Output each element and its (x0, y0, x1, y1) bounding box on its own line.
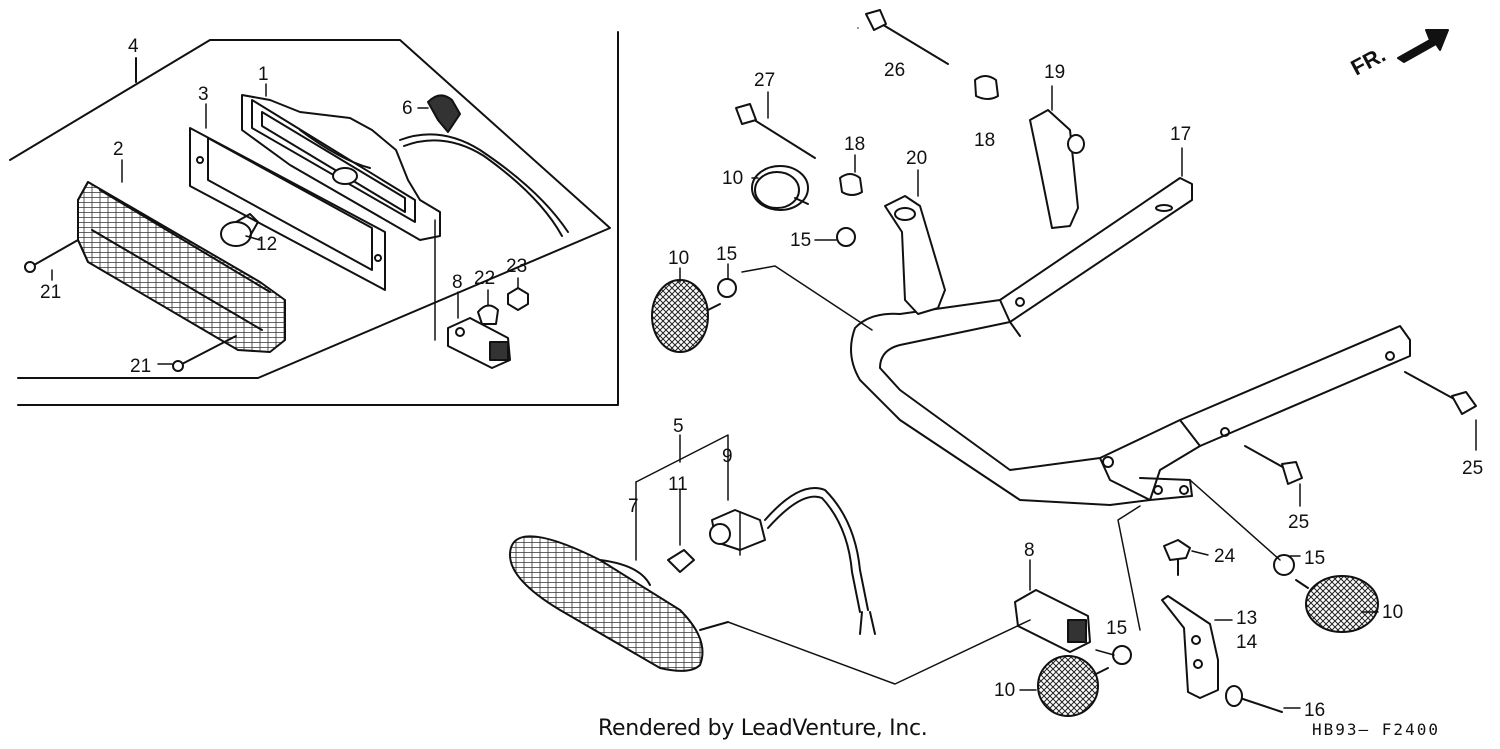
screw-21-lower (172, 335, 237, 372)
bolt-25-right (1404, 371, 1477, 415)
collar-18-left (839, 173, 863, 196)
stay-19 (1029, 109, 1085, 229)
label-10-left: 10 (668, 248, 689, 269)
label-27: 27 (754, 70, 775, 91)
light-housing (241, 94, 441, 241)
label-10-top: 10 (722, 168, 743, 189)
bolt-24 (1163, 539, 1191, 576)
inset-leader-lines (51, 83, 519, 365)
screw-21-upper (24, 239, 79, 273)
label-24: 24 (1214, 546, 1236, 567)
socket-8-inset (447, 317, 511, 369)
label-18-right: 18 (974, 130, 995, 151)
collar-22 (477, 304, 499, 325)
reflector-10-top (751, 165, 809, 211)
stay-20 (884, 195, 946, 315)
washer-15-b (717, 278, 737, 298)
reflector-10-left (651, 279, 721, 353)
inset-frame (9, 31, 619, 406)
tail-lens (77, 181, 286, 353)
bolt-26 (865, 9, 949, 65)
inset-wire (399, 133, 569, 237)
label-4: 4 (128, 36, 139, 57)
label-20: 20 (906, 148, 927, 169)
bracket-13-14 (1161, 595, 1219, 699)
bolt-16 (1225, 685, 1283, 713)
front-arrow-icon (1397, 29, 1449, 63)
mounting-bracket-17 (850, 177, 1411, 506)
label-21-upper: 21 (40, 282, 61, 303)
label-8-inset: 8 (452, 272, 463, 293)
label-25-right: 25 (1462, 458, 1483, 479)
label-23: 23 (506, 256, 527, 277)
label-22: 22 (474, 268, 495, 289)
label-14: 14 (1236, 632, 1258, 653)
bulb-11 (667, 549, 695, 573)
label-11: 11 (668, 474, 688, 495)
direction-marker: FR. (1347, 42, 1390, 81)
label-9: 9 (722, 446, 733, 467)
bolt-25-lower (1244, 445, 1303, 485)
collar-18-right (974, 75, 999, 100)
socket-9 (709, 487, 876, 635)
turn-signal-lens (509, 535, 729, 672)
label-10-bottom: 10 (994, 680, 1015, 701)
label-25-lower: 25 (1288, 512, 1309, 533)
label-21-lower: 21 (130, 356, 151, 377)
label-13: 13 (1236, 608, 1257, 629)
clip-6 (427, 94, 461, 133)
washer-15-d (1112, 645, 1132, 665)
label-26: 26 (884, 60, 905, 81)
label-7: 7 (628, 496, 639, 517)
nut-23 (507, 287, 529, 311)
part-labels: 1 2 3 4 5 6 7 8 8 9 10 10 10 10 11 12 13… (40, 36, 1483, 721)
bulb-12 (220, 213, 259, 247)
washer-15-a (836, 227, 856, 247)
label-6: 6 (402, 98, 413, 119)
label-15-d: 15 (1106, 618, 1127, 639)
leader-lines (635, 27, 1477, 709)
label-15-a: 15 (790, 230, 811, 251)
footer-credit: Rendered by LeadVenture, Inc. (598, 716, 928, 741)
label-16: 16 (1304, 700, 1325, 721)
reflector-10-bottom (1037, 655, 1109, 717)
label-17: 17 (1170, 124, 1191, 145)
label-10-right: 10 (1382, 602, 1403, 623)
label-2: 2 (113, 139, 124, 160)
label-1: 1 (258, 64, 269, 85)
label-19: 19 (1044, 62, 1065, 83)
label-12: 12 (256, 234, 277, 255)
label-18-left: 18 (844, 134, 865, 155)
label-8-main: 8 (1024, 540, 1035, 561)
label-5: 5 (673, 416, 684, 437)
label-3: 3 (198, 84, 209, 105)
label-15-c: 15 (1304, 548, 1325, 569)
diagram-code: HB93– F2400 (1312, 720, 1440, 739)
reflector-10-right (1295, 575, 1379, 633)
label-15-b: 15 (716, 244, 737, 265)
bolt-27 (735, 103, 816, 159)
gasket (189, 127, 386, 291)
